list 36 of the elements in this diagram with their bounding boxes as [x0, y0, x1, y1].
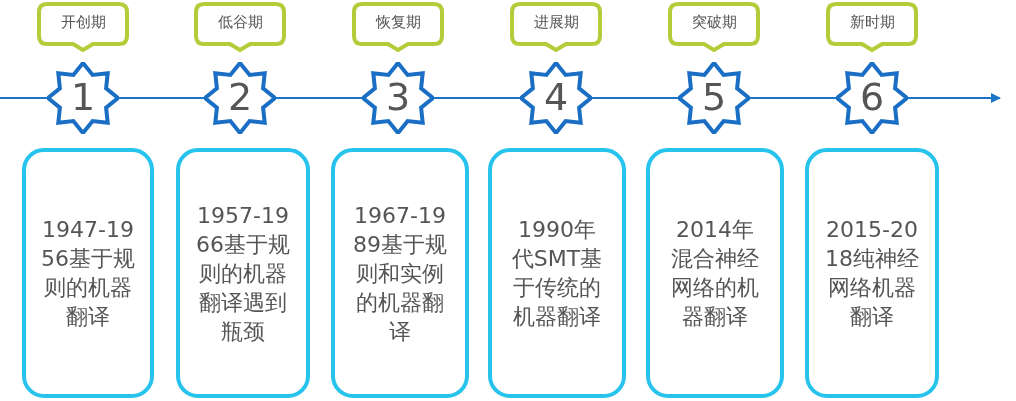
milestone-text: 1967-1989基于规则和实例的机器翻译: [352, 201, 448, 346]
milestone-card: [176, 148, 310, 398]
period-label: 开创期: [59, 13, 107, 32]
step-number: 2: [226, 74, 254, 121]
callout-bubble: [194, 2, 286, 52]
milestone-card: [22, 148, 154, 398]
milestone-card: [805, 148, 939, 398]
milestone-card: [646, 148, 784, 398]
callout-bubble: [352, 2, 444, 52]
star-badge: [678, 62, 750, 134]
milestone-text: 2014年混合神经网络的机器翻译: [670, 216, 760, 331]
step-number: 5: [700, 74, 728, 121]
milestone-text: 2015-2018纯神经网络机器翻译: [824, 216, 920, 331]
callout-bubble: [668, 2, 760, 52]
step-number: 4: [542, 74, 570, 121]
milestone-text: 1957-1966基于规则的机器翻译遇到瓶颈: [195, 201, 291, 346]
star-badge: [362, 62, 434, 134]
callout-bubble: [37, 2, 129, 52]
period-label: 进展期: [532, 13, 580, 32]
period-label: 恢复期: [374, 13, 422, 32]
milestone-card: [331, 148, 469, 398]
milestone-card: [488, 148, 626, 398]
period-label: 低谷期: [216, 13, 264, 32]
milestone-text: 1947-1956基于规则的机器翻译: [40, 216, 136, 331]
step-number: 3: [384, 74, 412, 121]
period-label: 突破期: [690, 13, 738, 32]
callout-bubble: [826, 2, 918, 52]
star-badge: [47, 62, 119, 134]
step-number: 1: [69, 74, 97, 121]
milestone-text: 1990年代SMT基于传统的机器翻译: [510, 216, 604, 331]
step-number: 6: [858, 74, 886, 121]
star-badge: [204, 62, 276, 134]
star-badge: [520, 62, 592, 134]
star-badge: [836, 62, 908, 134]
callout-bubble: [510, 2, 602, 52]
period-label: 新时期: [848, 13, 896, 32]
